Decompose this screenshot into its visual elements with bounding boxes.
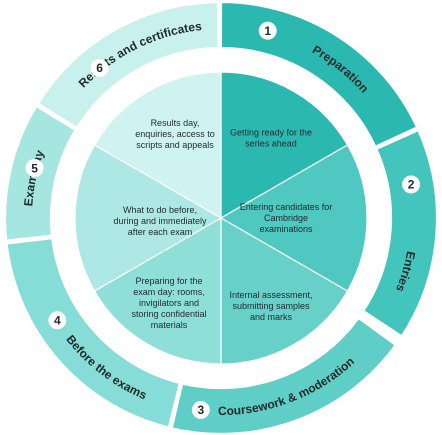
- stage-description-line: Preparing for the: [135, 276, 202, 286]
- stage-description-line: examinations: [259, 224, 313, 234]
- stage-number-1: 1: [264, 24, 271, 38]
- stage-description-line: exam day: rooms,: [133, 287, 205, 297]
- stage-number-3: 3: [197, 403, 204, 417]
- stage-number-badge-2: 2: [402, 175, 421, 194]
- outer-ring-border: [3, 0, 439, 435]
- stage-number-badge-6: 6: [90, 59, 109, 78]
- number-badge-circle: [48, 311, 67, 330]
- stage-number-badge-3: 3: [191, 400, 210, 419]
- stage-description-line: invigilators and: [139, 298, 199, 308]
- stage-description-line: What to do before,: [123, 205, 197, 215]
- stage-description-line: and marks: [250, 312, 293, 322]
- stage-description-line: after each exam: [128, 227, 193, 237]
- stage-number-5: 5: [31, 161, 38, 175]
- stage-description-line: materials: [151, 320, 188, 330]
- stage-description-line: during and immediately: [113, 216, 207, 226]
- stage-sector-3: [220, 216, 349, 365]
- stage-description-line: storing confidential: [131, 309, 206, 319]
- stage-description-line: scripts and appeals: [136, 140, 214, 150]
- number-badge-circle: [258, 21, 277, 40]
- number-badge-circle: [402, 175, 421, 194]
- stage-description-line: submitting samples: [232, 301, 310, 311]
- number-badge-circle: [25, 159, 44, 178]
- stage-sector-4: [93, 216, 222, 365]
- stage-description-line: series ahead: [245, 139, 297, 149]
- stage-number-6: 6: [96, 61, 103, 75]
- stage-number-badges: 1 2 3 4 5 6: [25, 21, 421, 419]
- stage-sector-6: [93, 71, 222, 220]
- stage-number-badge-5: 5: [25, 159, 44, 178]
- stage-description-line: Cambridge: [264, 213, 308, 223]
- stage-number-2: 2: [408, 178, 415, 192]
- stage-description-5: What to do before,during and immediately…: [113, 205, 207, 237]
- stage-number-badge-1: 1: [258, 21, 277, 40]
- separator-ring: [51, 48, 391, 388]
- stage-description-line: Entering candidates for: [240, 202, 333, 212]
- number-badge-circle: [191, 400, 210, 419]
- inner-sectors: [51, 48, 391, 388]
- stage-description-line: Getting ready for the: [230, 128, 312, 138]
- stage-number-badge-4: 4: [48, 311, 67, 330]
- stage-number-4: 4: [54, 313, 61, 327]
- number-badge-circle: [90, 59, 109, 78]
- stage-description-line: Internal assessment,: [229, 290, 312, 300]
- stage-sector-1: [220, 71, 349, 220]
- stage-description-line: Results day,: [151, 118, 200, 128]
- stage-description-line: enquiries, access to: [135, 129, 215, 139]
